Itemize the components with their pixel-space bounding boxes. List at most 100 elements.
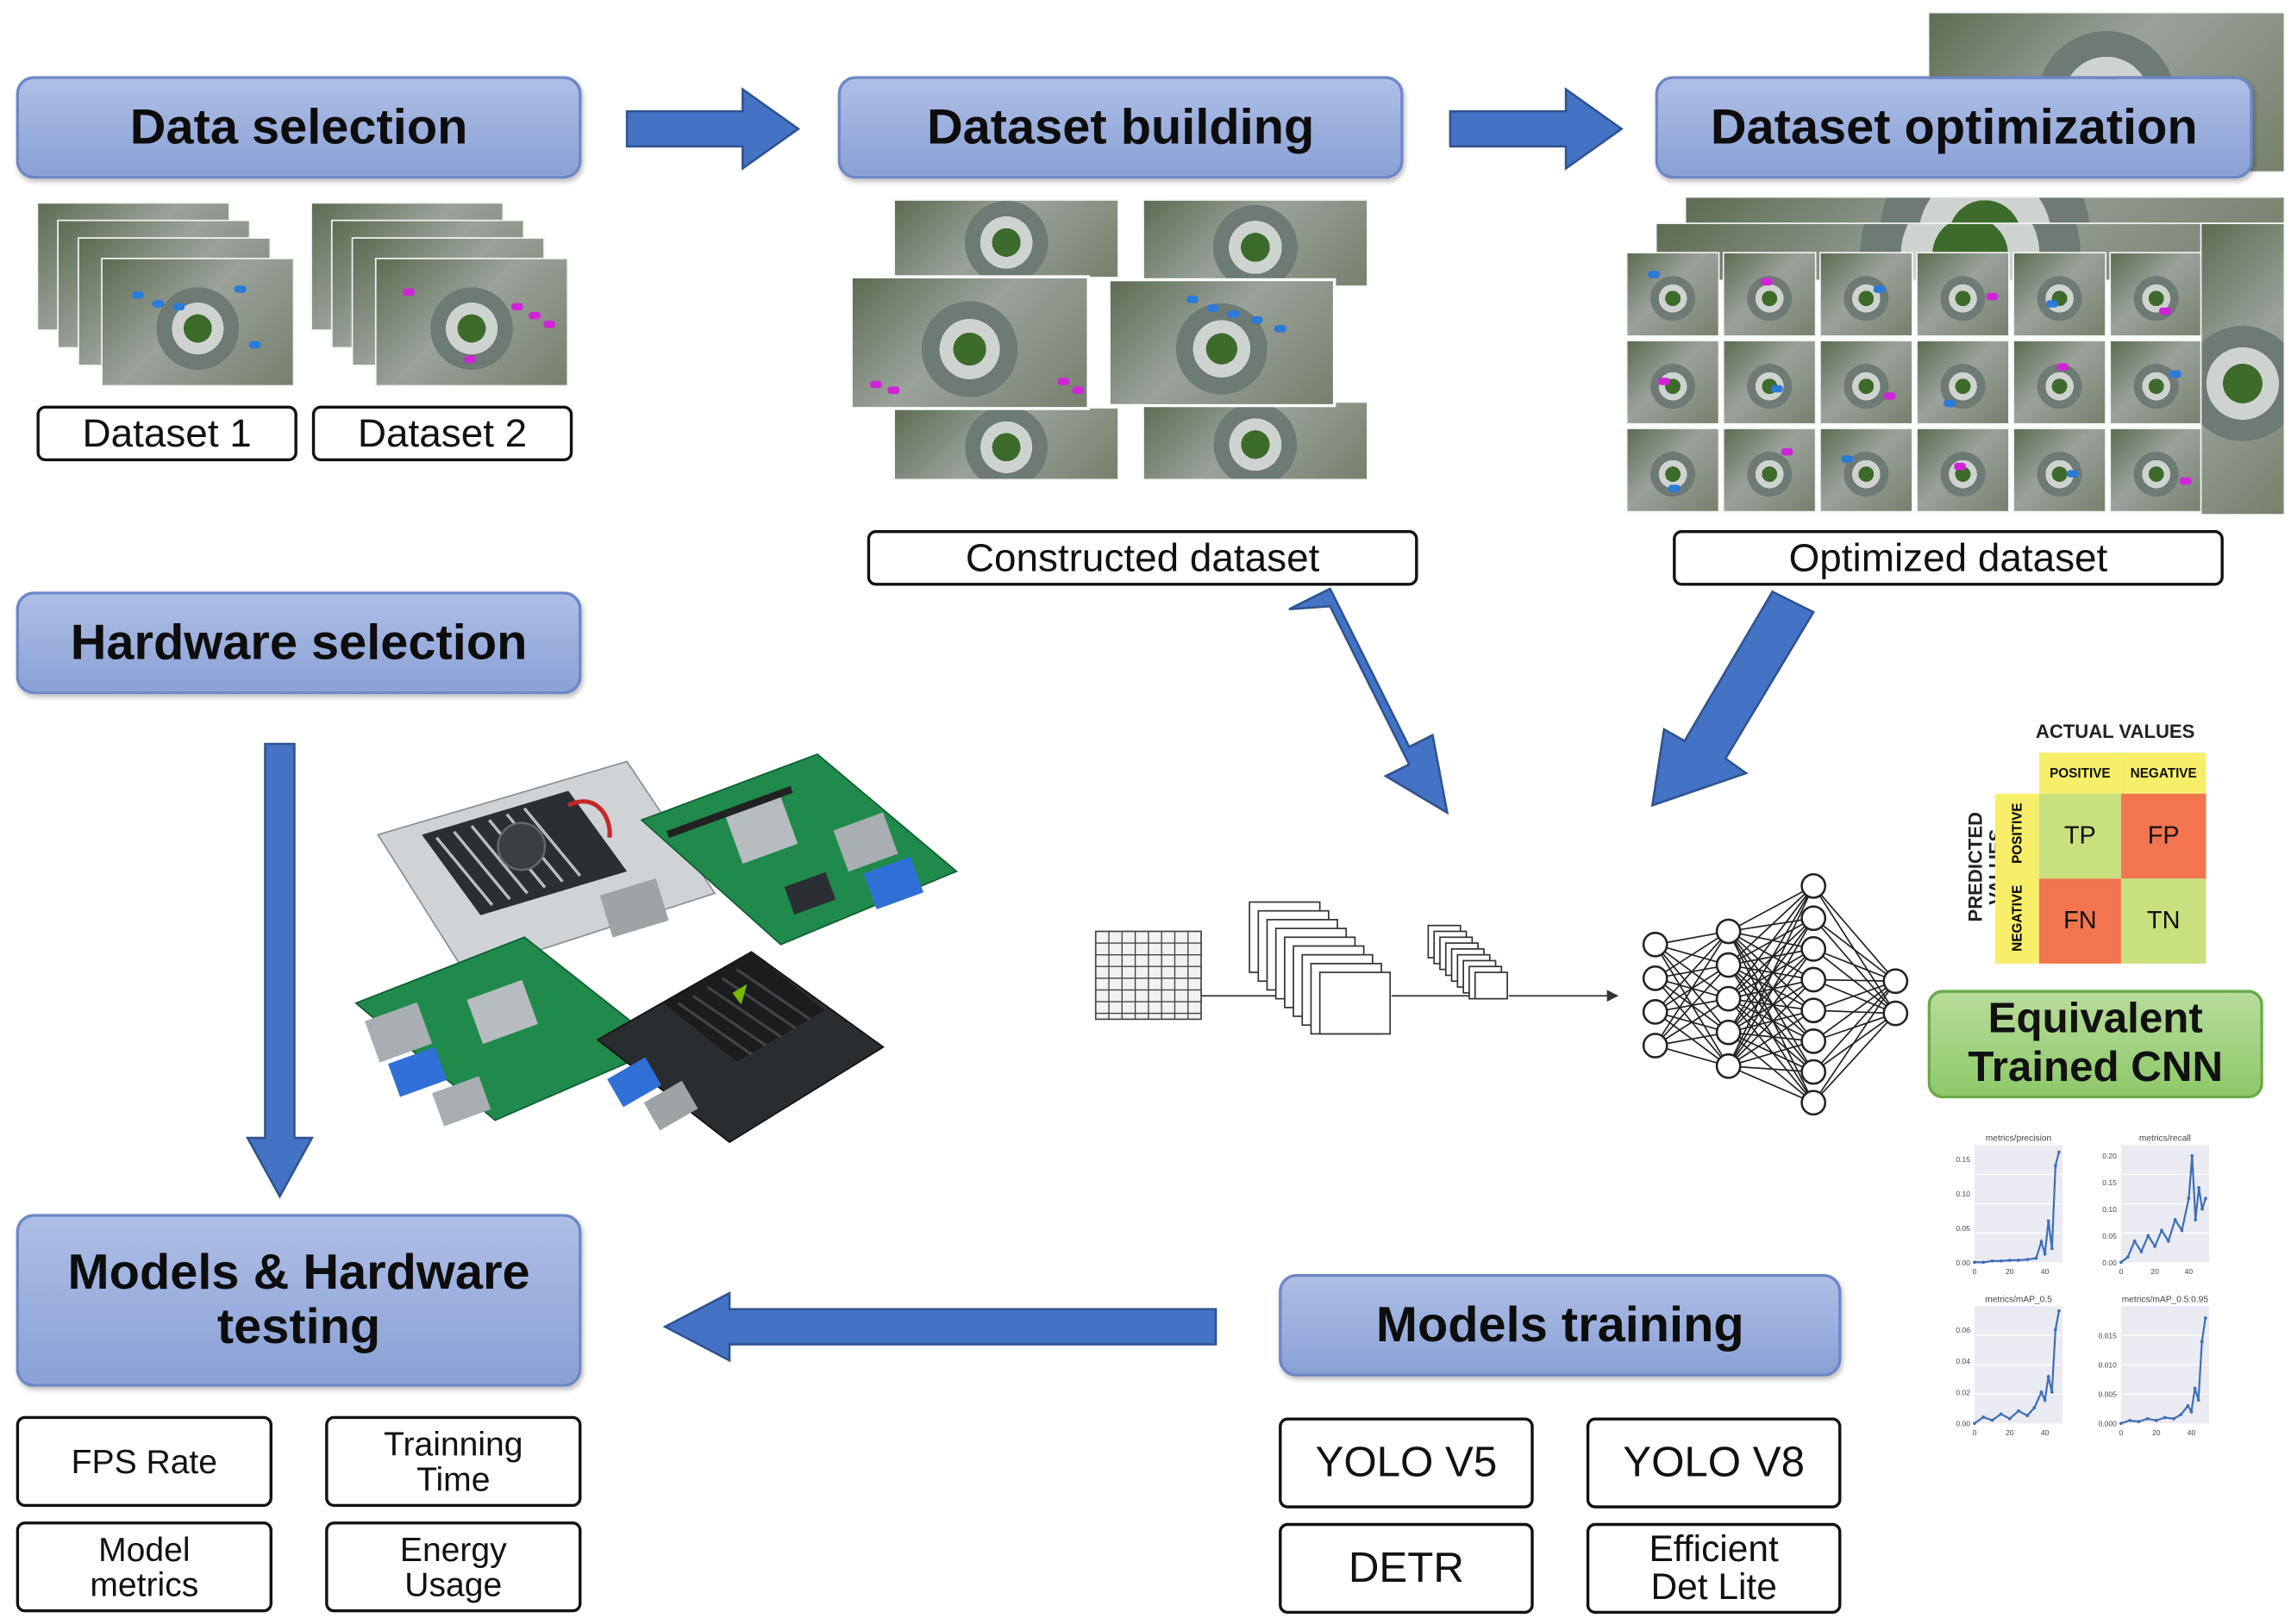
metric-data-point	[2057, 1309, 2061, 1313]
model-efficientdet-lite: Efficient Det Lite	[1586, 1522, 1842, 1615]
arrow-down-hardware	[245, 742, 315, 1199]
metric-data-point	[2007, 1416, 2012, 1421]
nn-node	[1800, 1090, 1827, 1116]
metric-data-point	[2200, 1340, 2204, 1344]
nn-connection	[1728, 1032, 1814, 1103]
metric-ytick-label: 0.00	[2102, 1259, 2117, 1267]
metric-xtick-label: 20	[2006, 1267, 2014, 1276]
metric-data-point	[2053, 1164, 2057, 1168]
vehicle-marker	[1648, 271, 1660, 278]
metric-xtick-label: 0	[2119, 1267, 2124, 1276]
nn-connection	[1728, 997, 1814, 1042]
nn-connection	[1812, 948, 1896, 983]
nn-connection	[1655, 930, 1730, 1013]
metric-data-point	[2203, 1316, 2207, 1320]
nn-connection	[1812, 980, 1896, 1012]
nn-node	[1642, 1033, 1668, 1059]
cm-row-negative: NEGATIVE	[2009, 884, 2025, 952]
metric-data-point	[2034, 1256, 2038, 1260]
vehicle-marker	[2056, 363, 2069, 371]
metric-data-point	[2050, 1246, 2054, 1251]
metric-data-point	[2154, 1419, 2158, 1422]
metric-data-point	[2039, 1240, 2044, 1244]
metric-xtick-label: 40	[2041, 1267, 2050, 1276]
board-jetson-nano	[596, 951, 885, 1144]
input-grid	[1094, 930, 1202, 1021]
metric-ytick-label: 0.015	[2099, 1332, 2118, 1340]
metric-ytick-label: 0.010	[2099, 1361, 2118, 1370]
cm-row-positive: POSITIVE	[2009, 803, 2025, 864]
cm-row-header-positive-bg	[1994, 793, 2039, 879]
cm-header-negative: NEGATIVE	[2120, 753, 2206, 794]
optimized-tile	[1722, 340, 1817, 425]
nn-node	[1800, 966, 1827, 993]
conv-layer-1	[1249, 901, 1392, 1035]
metric-data-point	[1999, 1412, 2003, 1416]
vehicle-marker	[1761, 278, 1773, 286]
nn-connection	[1728, 930, 1814, 981]
metric-data-point	[2043, 1252, 2047, 1256]
nn-node	[1642, 999, 1668, 1025]
metric-data-point	[2046, 1219, 2050, 1223]
cm-fp: FP	[2120, 793, 2206, 879]
metric-chart-title: metrics/recall	[2139, 1134, 2191, 1143]
optimized-tile	[1916, 340, 2010, 425]
conv-layer-2	[1427, 924, 1508, 1000]
vehicle-marker	[2169, 370, 2181, 378]
model-yolo-v8: YOLO V8	[1586, 1417, 1842, 1508]
nn-connection	[1728, 978, 1814, 1034]
vehicle-marker	[1781, 447, 1793, 456]
metric-data-point	[2050, 1390, 2054, 1394]
cm-header-positive: POSITIVE	[2038, 753, 2121, 794]
nn-connection	[1728, 1031, 1814, 1042]
nn-node	[1642, 965, 1668, 991]
metric-data-point	[2153, 1245, 2157, 1248]
metric-data-point	[2173, 1218, 2177, 1221]
vehicle-marker	[1658, 378, 1670, 385]
nn-connection	[1812, 1013, 1896, 1103]
metric-data-point	[2128, 1419, 2131, 1422]
optimized-tile	[1818, 428, 1913, 513]
arrow-diagonal-constructed	[1288, 587, 1449, 815]
nn-connection	[1727, 885, 1814, 1034]
nn-node	[1715, 1019, 1742, 1046]
arrow-right-1	[625, 87, 801, 171]
metric-ytick-label: 0.05	[2102, 1232, 2117, 1240]
vehicle-marker	[1883, 392, 1896, 400]
metric-data-point	[2145, 1416, 2150, 1421]
cm-tp: TP	[2038, 793, 2121, 879]
metric-ytick-label: 0.15	[2102, 1178, 2117, 1187]
nn-node	[1800, 1059, 1827, 1085]
metric-data-point	[2163, 1415, 2167, 1420]
optimized-tile	[1916, 428, 2010, 513]
metric-ytick-label: 0.05	[1956, 1224, 1970, 1233]
metric-energy-usage: Energy Usage	[325, 1521, 582, 1613]
optimized-tile	[1818, 340, 1913, 425]
cnn-feature-maps	[1094, 901, 1619, 1035]
nn-node	[1715, 985, 1742, 1012]
nn-connection	[1727, 965, 1814, 1103]
metric-training-time: Trainning Time	[325, 1415, 582, 1508]
nn-node	[1800, 905, 1827, 932]
nn-connection	[1655, 964, 1730, 1046]
vehicle-marker	[1944, 399, 1956, 408]
optimized-tile	[2109, 252, 2204, 337]
vehicle-marker	[2067, 470, 2079, 478]
nn-connection	[1655, 930, 1730, 979]
optimized-tile	[1625, 252, 1720, 337]
metric-xtick-label: 0	[1973, 1267, 1977, 1276]
equivalent-trained-cnn-box: Equivalent Trained CNN	[1927, 990, 2263, 1099]
arrow-right-2	[1449, 87, 1624, 171]
metric-data-point	[2039, 1390, 2044, 1394]
board-raspberry-pi-2	[354, 936, 666, 1127]
metric-data-point	[2200, 1207, 2204, 1211]
constructed-dataset-label: Constructed dataset	[867, 529, 1418, 586]
vehicle-marker	[2179, 477, 2192, 485]
metric-data-point	[2172, 1416, 2175, 1421]
metric-data-point	[2180, 1228, 2184, 1233]
nn-connection	[1728, 978, 1814, 1067]
metric-data-point	[2139, 1250, 2144, 1253]
metric-data-point	[2046, 1375, 2050, 1378]
optimized-tile	[1722, 428, 1817, 513]
optimized-tile	[2012, 340, 2106, 425]
